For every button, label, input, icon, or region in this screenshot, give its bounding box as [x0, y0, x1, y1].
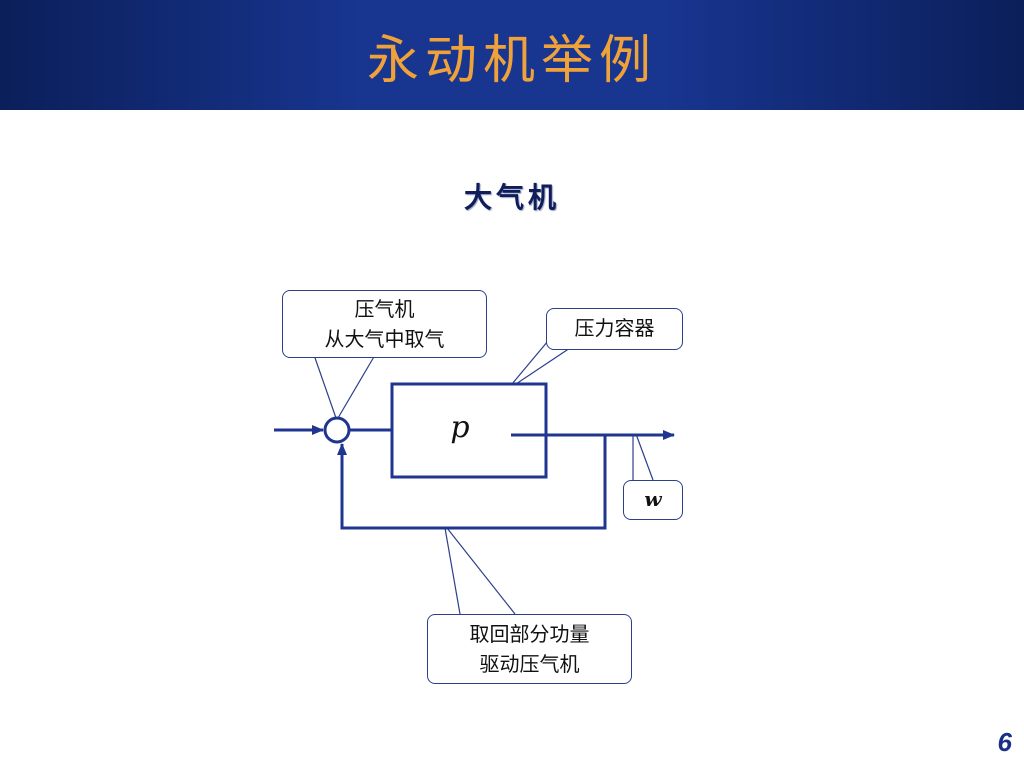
- compressor-pointer-right: [337, 354, 376, 419]
- vessel-pointer-right: [515, 347, 571, 385]
- vessel-callout-text: 压力容器: [574, 316, 655, 340]
- work-callout-text: w: [644, 487, 662, 511]
- compressor-callout-line-1: 压气机: [354, 297, 415, 321]
- recover-callout-line-2: 驱动压气机: [479, 652, 580, 676]
- compressor-pointer-left: [313, 354, 337, 419]
- recover-pointer-right: [446, 527, 516, 615]
- compressor-callout: 压气机 从大气中取气: [282, 290, 487, 358]
- feedback-loop: [340, 435, 607, 530]
- work-callout: w: [623, 480, 683, 520]
- recover-pointer-left: [444, 527, 461, 615]
- recover-callout-line-1: 取回部分功量: [469, 622, 590, 646]
- title-bar: [0, 0, 1024, 110]
- recover-callout: 取回部分功量 驱动压气机: [427, 614, 632, 684]
- diagram-subtitle: 大气机: [463, 181, 560, 214]
- vessel-pointer-left: [511, 340, 549, 385]
- compressor-callout-line-2: 从大气中取气: [324, 327, 445, 351]
- slide-title: 永动机举例: [366, 30, 657, 91]
- work-pointer-right: [635, 433, 654, 481]
- compressor-junction: [323, 416, 351, 444]
- page-number: 6: [997, 727, 1012, 757]
- vessel-pressure-label: p: [450, 410, 470, 445]
- pressure-vessel: [390, 382, 548, 479]
- vessel-callout: 压力容器: [546, 308, 683, 350]
